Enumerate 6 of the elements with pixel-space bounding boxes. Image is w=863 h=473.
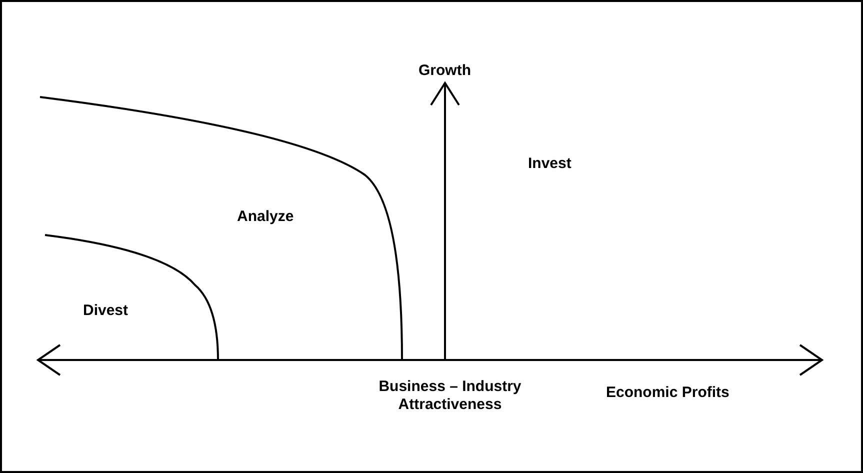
axis-label: Economic Profits [606,384,730,402]
axis-label: Growth [418,62,471,80]
axis-label: Business – Industry Attractiveness [378,378,522,414]
quadrant-label: Invest [528,155,572,173]
region-label: Analyze [237,208,294,226]
region-label: Divest [83,302,128,320]
